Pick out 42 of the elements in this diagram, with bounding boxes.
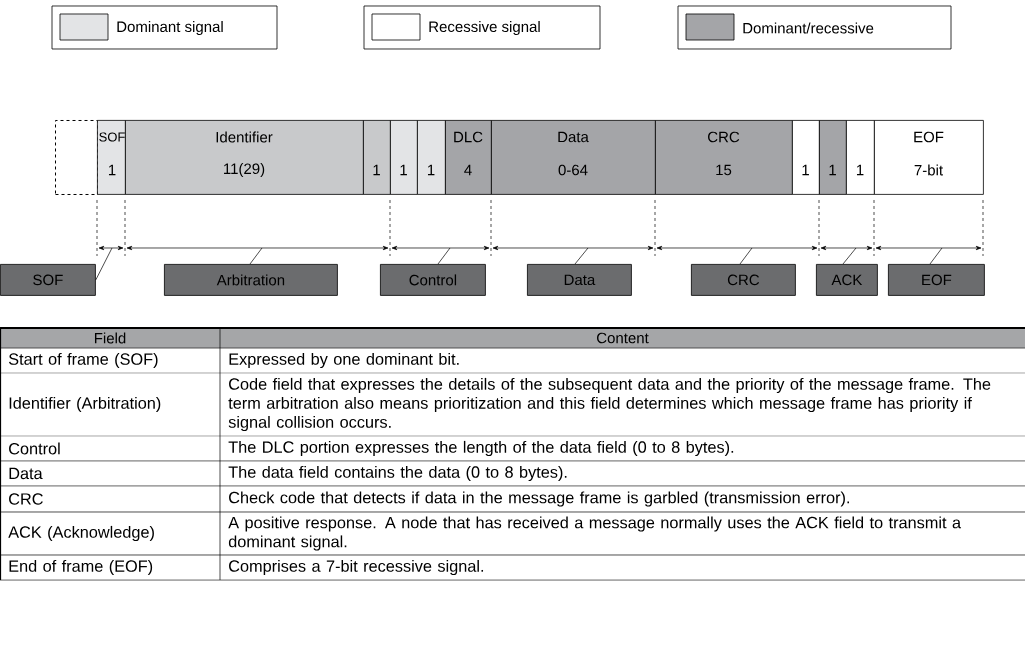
table-cell: ACK (Acknowledge) (8, 525, 154, 542)
table-cell: Comprises a 7-bit recessive signal. (229, 559, 484, 576)
legend-label: Recessive signal (429, 21, 540, 35)
table-cell: Control (9, 442, 60, 455)
field-box: Data (527, 264, 632, 296)
table-cell: Check code that detects if data in the message frame is garbled (transmission error). (229, 491, 849, 507)
table-cell: Code field that expresses the details of the subsequent data and the priority of the message frame. The term arbitration also means prioritization and this field determines which message frame has priority if signal collision occurs. (228, 377, 991, 432)
bit-cell: 1 (846, 120, 875, 195)
table-cell: Identifier (Arbitration) (9, 396, 161, 413)
leader-line (437, 247, 451, 265)
leader-line (95, 247, 113, 281)
legend-label: Dominant signal (117, 21, 223, 35)
table-cell: Expressed by one dominant bit. (229, 352, 459, 369)
leader-line (842, 247, 857, 265)
leader-line (739, 247, 753, 265)
table-cell: End of frame (EOF) (9, 559, 153, 576)
table-cell: CRC (9, 493, 43, 505)
table-cell: The DLC portion expresses the length of the data field (0 to 8 bytes). (228, 440, 734, 457)
field-box: Arbitration (164, 264, 338, 296)
table-cell: The data field contains the data (0 to 8 bytes). (228, 465, 567, 482)
field-box: SOF (0, 264, 96, 296)
bit-cell: CRC 15 (655, 120, 793, 195)
field-box: EOF (888, 264, 985, 296)
bit-cell: 1 (390, 120, 418, 195)
table-cell: Data (9, 467, 43, 480)
bit-cell: 1 (363, 120, 391, 195)
bit-cell: DLC 4 (445, 120, 492, 195)
bit-cell: SOF 1 (97, 120, 126, 195)
bit-cell: 1 (417, 120, 446, 195)
table-header: Field (95, 332, 126, 344)
field-box: CRC (691, 264, 796, 296)
field-box: ACK (816, 264, 878, 296)
leader-line (249, 247, 263, 265)
table-header: Content (597, 332, 649, 344)
field-box: Control (380, 264, 486, 296)
bit-cell: 1 (819, 120, 847, 195)
table-cell: Start of frame (SOF) (8, 352, 158, 369)
bit-cell: 1 (792, 120, 820, 195)
leader-line (929, 247, 943, 265)
legend-label: Dominant/recessive (743, 22, 874, 34)
table-cell: A positive response. A node that has received a message normally uses the ACK field to transmit a dominant signal. (228, 516, 962, 551)
leader-line (574, 247, 589, 265)
